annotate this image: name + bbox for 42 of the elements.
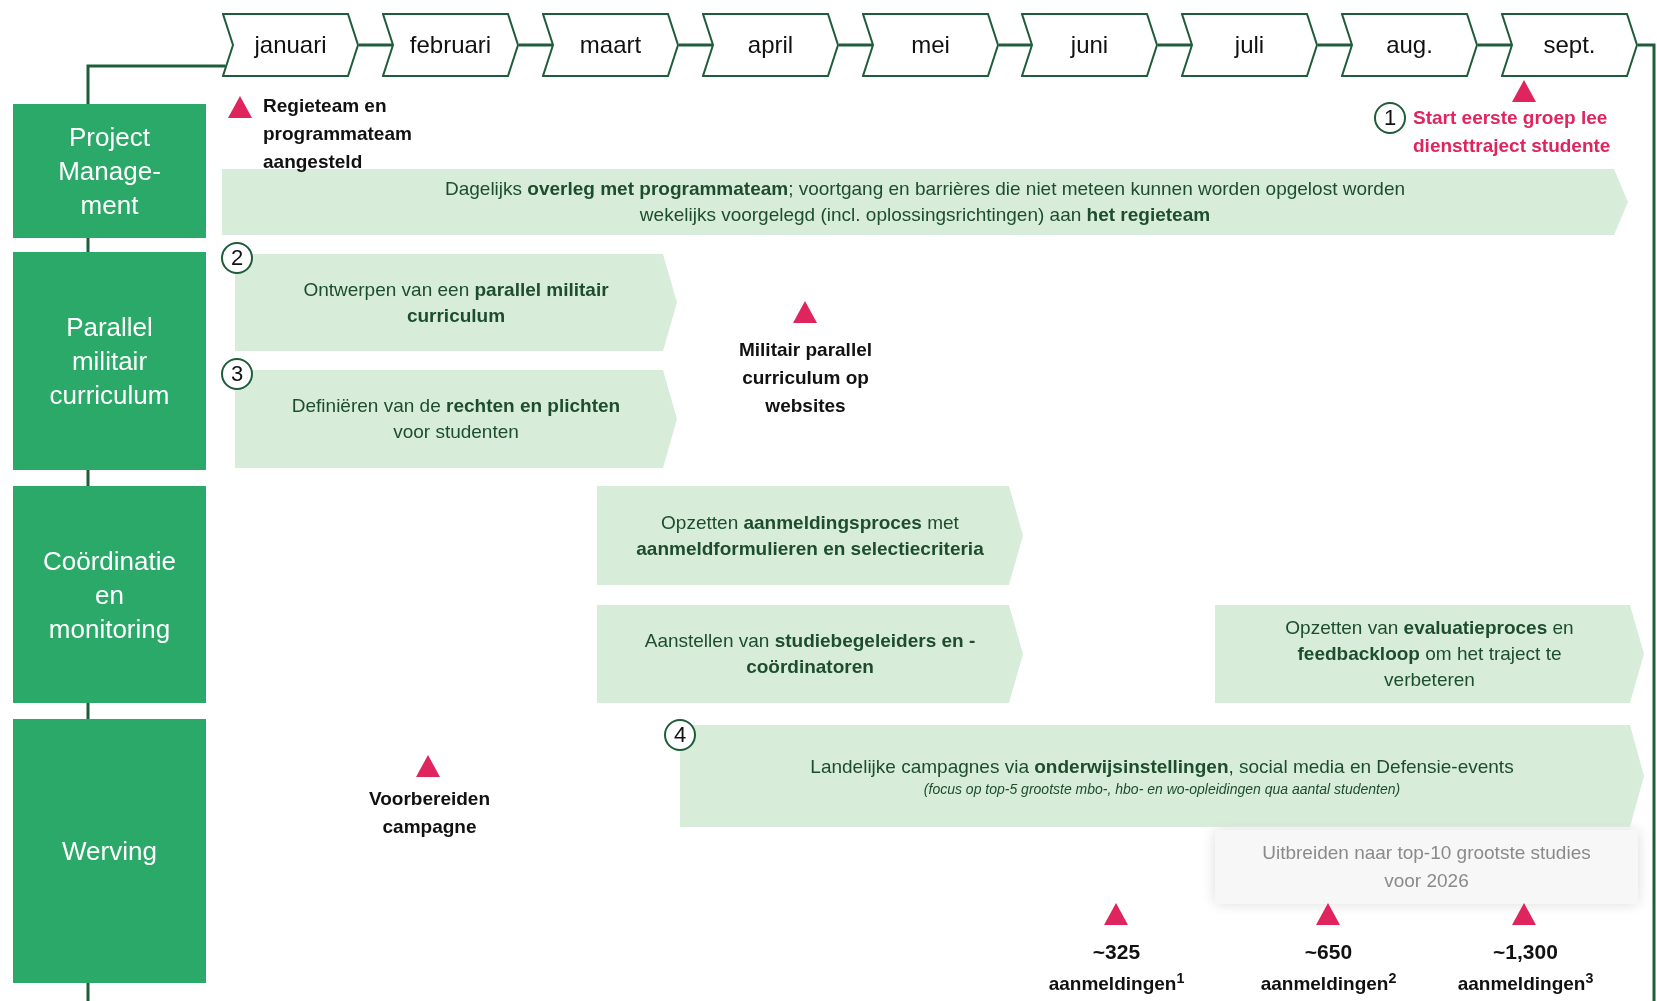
month-label-tab: sept. xyxy=(1501,13,1638,77)
month-label-tab: maart xyxy=(542,13,679,77)
connector-line xyxy=(519,43,552,47)
activity-bar: Aanstellen van studiebegeleiders en -coördinatoren xyxy=(597,605,1023,703)
milestone-text: Militair parallel curriculum op websites xyxy=(737,338,873,418)
connector-line xyxy=(1318,43,1351,47)
milestone-text: aanmeldingen$^{3}$ xyxy=(1456,970,1595,996)
milestone-text: Start eerste groep lee diensttraject studente xyxy=(1413,106,1612,158)
connector-line xyxy=(1478,43,1511,47)
month-label-tab: april xyxy=(702,13,839,77)
milestone-count: ~1,300 xyxy=(1492,939,1559,965)
step-number: 1 xyxy=(1374,102,1406,134)
month-label-tab: aug. xyxy=(1341,13,1478,77)
connector-line xyxy=(86,470,90,486)
milestone-text: aanmeldingen$^{1}$ xyxy=(1047,970,1186,996)
step-number: 2 xyxy=(221,242,253,274)
milestone-text: Voorbereiden campagne xyxy=(367,787,492,839)
milestone-text: aanmeldingen$^{2}$ xyxy=(1259,970,1398,996)
month-label-tab: juli xyxy=(1181,13,1318,77)
month-label-tab: mei xyxy=(862,13,999,77)
connector-line xyxy=(839,43,872,47)
connector-line xyxy=(679,43,712,47)
milestone-count: ~650 xyxy=(1303,939,1354,965)
month-label-tab: juni xyxy=(1021,13,1158,77)
category-box: Project Manage- ment xyxy=(13,104,206,238)
connector-line xyxy=(86,238,90,252)
connector-line xyxy=(86,64,226,104)
activity-bar: Opzetten van evaluatieproces en feedbackloop om het traject te verbeteren xyxy=(1215,605,1644,703)
category-box: Werving xyxy=(13,719,206,983)
connector-line xyxy=(999,43,1031,47)
category-box: Parallel militair curriculum xyxy=(13,252,206,470)
activity-bar: Opzetten aanmeldingsproces met aanmeldformulieren en selectiecriteria xyxy=(597,486,1023,585)
connector-line xyxy=(1158,43,1191,47)
category-box: Coördinatie en monitoring xyxy=(13,486,206,703)
month-label-tab: januari xyxy=(222,13,359,77)
note-box: Uitbreiden naar top-10 grootste studies voor 2026 xyxy=(1215,830,1638,904)
month-label-tab: februari xyxy=(382,13,519,77)
step-number: 4 xyxy=(664,719,696,751)
connector-line xyxy=(359,43,392,47)
connector-line xyxy=(86,703,90,719)
step-number: 3 xyxy=(221,358,253,390)
milestone-count: ~325 xyxy=(1091,939,1142,965)
